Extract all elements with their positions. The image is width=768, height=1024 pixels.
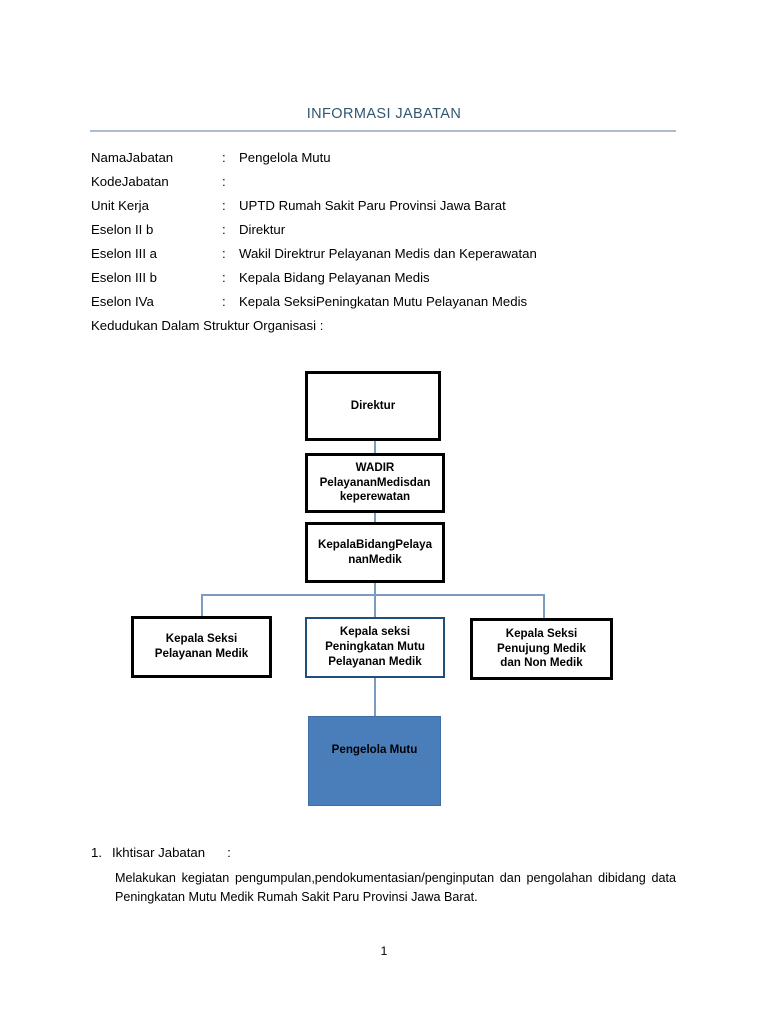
identity-row-unit-kerja: Unit Kerja : UPTD Rumah Sakit Paru Provi… (91, 198, 691, 222)
identity-row-eselon-4a: Eselon IVa : Kepala SeksiPeningkatan Mut… (91, 294, 691, 318)
org-node-label-line1: Kepala Seksi (165, 632, 238, 646)
identity-value: Pengelola Mutu (239, 150, 331, 165)
identity-colon: : (222, 270, 226, 285)
section-number: 1. (91, 845, 102, 860)
org-node-kepala-seksi-pelayanan-medik[interactable]: Kepala Seksi Pelayanan Medik (131, 616, 272, 678)
identity-colon: : (222, 294, 226, 309)
section-heading: 1. Ikhtisar Jabatan: (91, 845, 676, 860)
org-node-wadir[interactable]: WADIR PelayananMedisdan keperewatan (305, 453, 445, 513)
org-node-kepala-seksi-penunjang-medik[interactable]: Kepala Seksi Penujung Medik dan Non Medi… (470, 618, 613, 680)
identity-colon: : (222, 222, 226, 237)
identity-colon: : (222, 246, 226, 261)
connector-horizontal-bus (201, 594, 545, 596)
org-node-label-line1: Kepala seksi (339, 625, 411, 639)
org-node-kepala-seksi-peningkatan-mutu[interactable]: Kepala seksi Peningkatan Mutu Pelayanan … (305, 617, 445, 678)
connector-bus-to-seksi-penunjang (543, 594, 545, 620)
identity-value: Direktur (239, 222, 286, 237)
identity-value: UPTD Rumah Sakit Paru Provinsi Jawa Bara… (239, 198, 506, 213)
identity-row-eselon-3a: Eselon III a : Wakil Direktrur Pelayanan… (91, 246, 691, 270)
section-ikhtisar-jabatan: 1. Ikhtisar Jabatan: Melakukan kegiatan p… (91, 845, 676, 907)
org-node-label-line1: KepalaBidangPelaya (317, 537, 433, 551)
org-node-label-line3: keperewatan (339, 490, 411, 504)
org-node-label-line2: PelayananMedisdan (319, 475, 431, 489)
section-body-text: Melakukan kegiatan pengumpulan,pendokume… (115, 871, 676, 904)
org-node-label: Direktur (350, 398, 396, 412)
identity-colon: : (222, 174, 226, 189)
identity-row-kode-jabatan: KodeJabatan : (91, 174, 691, 198)
section-heading-colon: : (227, 845, 231, 860)
identity-colon: : (222, 150, 226, 165)
identity-row-eselon-2b: Eselon II b : Direktur (91, 222, 691, 246)
identity-value: Kepala Bidang Pelayanan Medis (239, 270, 430, 285)
connector-seksi-mutu-to-pengelola (374, 678, 376, 717)
page-number: 1 (380, 944, 388, 958)
connector-bus-to-seksi-pelayanan (201, 594, 203, 618)
org-node-kepala-bidang-pelayanan-medik[interactable]: KepalaBidangPelaya nanMedik (305, 522, 445, 583)
org-node-label-line3: dan Non Medik (500, 656, 583, 670)
org-node-label-line2: Pelayanan Medik (154, 647, 249, 660)
identity-label: Eselon III b (91, 270, 157, 285)
org-node-label-line2: Penujung Medik (497, 641, 586, 655)
page-title: INFORMASI JABATAN (306, 106, 462, 122)
identity-label: NamaJabatan (91, 150, 174, 165)
org-node-pengelola-mutu[interactable]: Pengelola Mutu (308, 716, 441, 806)
title-divider (90, 130, 676, 132)
org-node-label-line1: WADIR (355, 460, 395, 474)
org-node-direktur[interactable]: Direktur (305, 371, 441, 441)
identity-label: Eselon II b (91, 222, 154, 237)
org-node-label-line2: Peningkatan Mutu (325, 640, 425, 654)
connector-kabid-to-bus (374, 583, 376, 619)
org-node-label: Pengelola Mutu (331, 743, 418, 756)
identity-label: KodeJabatan (91, 174, 169, 189)
job-identity-block: NamaJabatan : Pengelola Mutu KodeJabatan… (91, 150, 691, 342)
identity-row-eselon-3b: Eselon III b : Kepala Bidang Pelayanan M… (91, 270, 691, 294)
org-node-label-line1: Kepala Seksi (505, 626, 578, 640)
identity-label: Eselon IVa (91, 294, 154, 309)
identity-label: Eselon III a (91, 246, 157, 261)
section-heading-label: Ikhtisar Jabatan (112, 845, 206, 860)
identity-colon: : (222, 198, 226, 213)
identity-row-nama-jabatan: NamaJabatan : Pengelola Mutu (91, 150, 691, 174)
identity-value: Wakil Direktrur Pelayanan Medis dan Kepe… (239, 246, 537, 261)
org-node-label-line2: nanMedik (348, 552, 402, 566)
org-node-label-line3: Pelayanan Medik (328, 654, 422, 668)
identity-label: Unit Kerja (91, 198, 149, 213)
structure-note: Kedudukan Dalam Struktur Organisasi : (91, 318, 324, 333)
identity-value: Kepala SeksiPeningkatan Mutu Pelayanan M… (239, 294, 528, 309)
